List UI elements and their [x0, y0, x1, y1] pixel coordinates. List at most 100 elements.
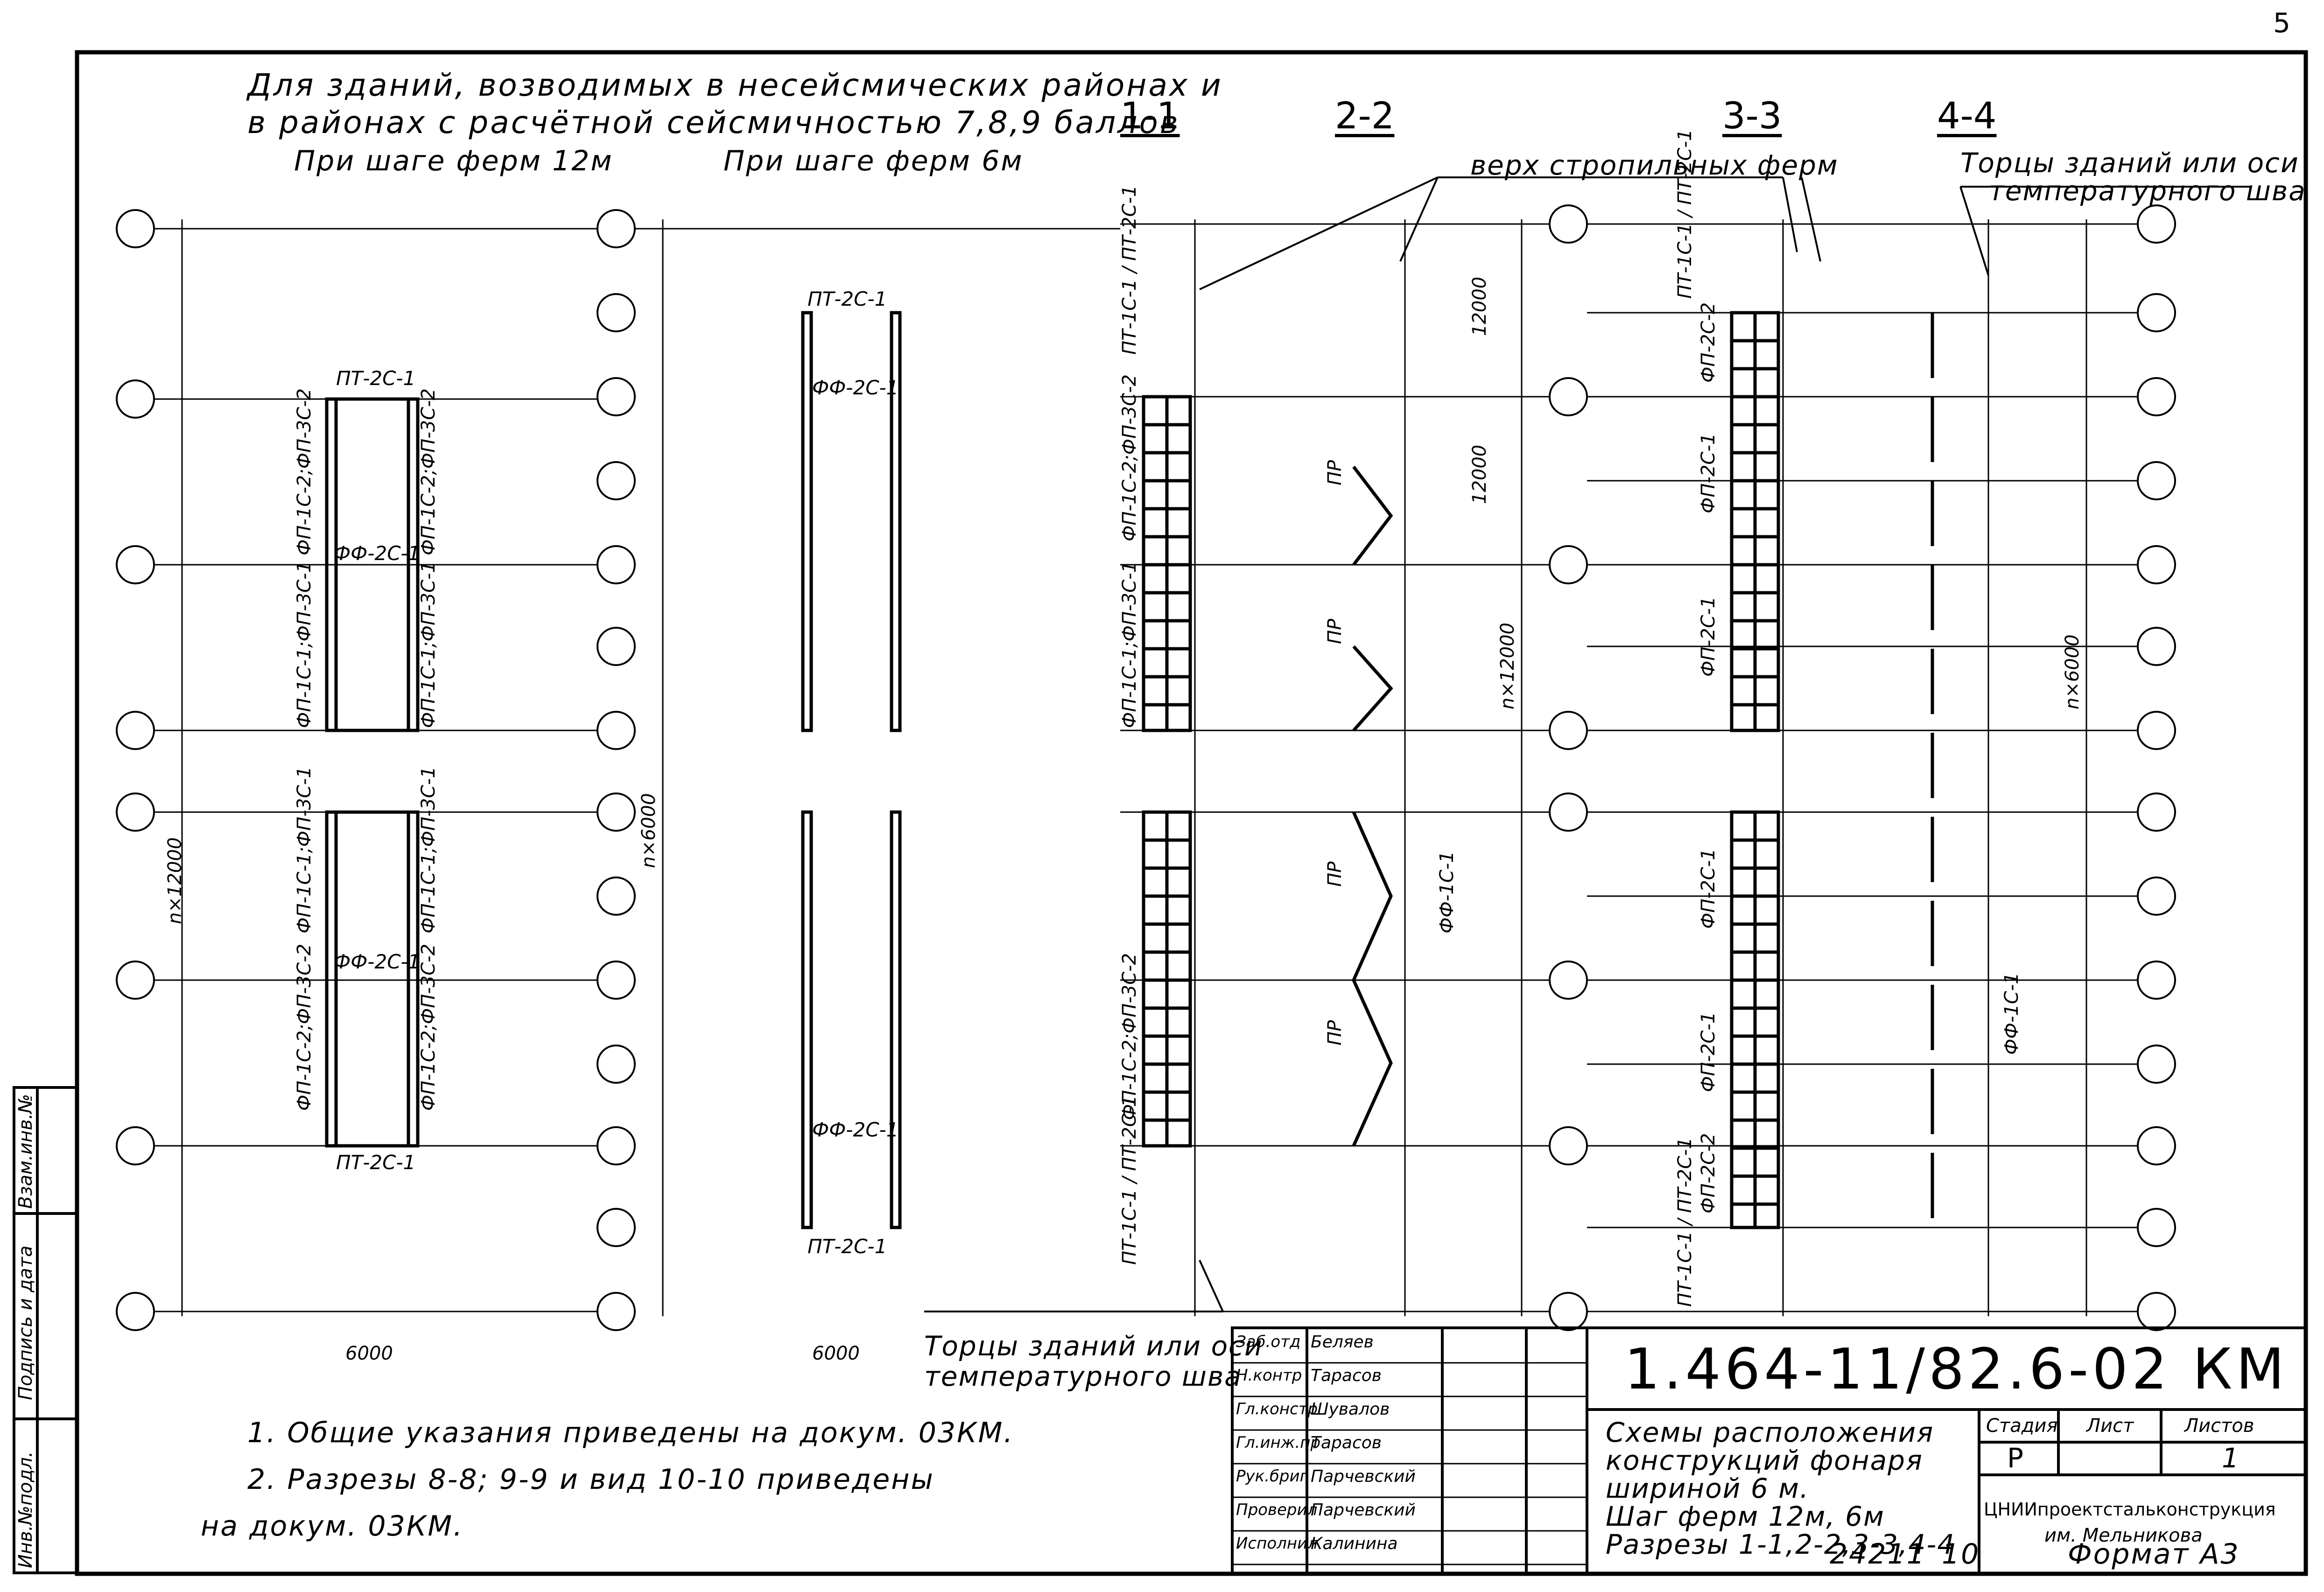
dim-6000-plan12: 6000 [345, 1343, 393, 1364]
dim-n6000-section: n×6000 [2062, 634, 2083, 709]
plan-structures [325, 311, 1934, 1229]
building-ends-label-b: температурного шва [1988, 175, 2306, 207]
dim-12000-b: 12000 [1469, 444, 1490, 504]
axis-bubble-mid [597, 545, 636, 584]
axis-bubble-mid [597, 792, 636, 832]
callout-leaders [924, 176, 2250, 1312]
plan6-rail-right [890, 810, 902, 1229]
section22-truss [1352, 465, 1393, 566]
axis-bubble-right [1549, 961, 1588, 1000]
side-stamp-replace: Взам.инв.№ [15, 1094, 36, 1209]
section33-panel-b-3: ФП-2С-1 [1698, 848, 1719, 929]
axis-bubble-right [1549, 545, 1588, 584]
stamp-name: Парчевский [1311, 1501, 1416, 1520]
stamp-org-1: ЦНИИпроектстальконструкция [1984, 1499, 2276, 1520]
plan12-panel-b-left: ФП-1С-1;ФП-3С-1 [294, 561, 315, 728]
section22-truss [1352, 811, 1393, 981]
axis-bubbles [116, 204, 2176, 1331]
stamp-role: Н.контр [1236, 1366, 1302, 1385]
plan12-panel-a-right-2: ФП-1С-2;ФП-3С-2 [418, 944, 439, 1111]
stamp-title-1: Схемы расположения [1606, 1417, 1934, 1448]
stamp-role: Проверил [1236, 1501, 1318, 1519]
section33-panel-a-2: ФП-2С-2 [1698, 1133, 1719, 1213]
drawing-code: 1.464-11/82.6-02 КМ [1624, 1337, 2289, 1402]
stamp-name: Тарасов [1311, 1433, 1382, 1452]
axis-bubble-mid [597, 461, 636, 500]
axis-bubble-left [116, 792, 155, 832]
axis-bubble-far [2137, 377, 2176, 416]
page-number: 5 [2273, 7, 2291, 39]
section11-top-label: ПТ-1С-1 / ПТ-2С-1 [1119, 185, 1140, 355]
plan12-top-pt: ПТ-2С-1 [336, 367, 416, 390]
stamp-stage-header: Стадия [1986, 1415, 2058, 1437]
axis-bubble-far [2137, 961, 2176, 1000]
section22-pr-3: ПР [1324, 861, 1346, 887]
footer-number: 24211 [1830, 1538, 1926, 1571]
side-stamp [13, 1086, 78, 1574]
axis-bubble-right [1549, 204, 1588, 244]
plan6-rail-right [890, 311, 902, 732]
axis-bubble-mid [597, 1126, 636, 1165]
section33-bottom-label: ПТ-1С-1 / ПТ-2С-1 [1674, 1137, 1696, 1307]
plan12-ff-2: ФФ-2С-1 [334, 950, 421, 973]
section22-pr-4: ПР [1324, 1020, 1346, 1045]
plan12-panel-a-left: ФП-1С-2;ФП-3С-2 [294, 388, 315, 555]
axis-bubble-far [2137, 545, 2176, 584]
stamp-sheets-value: 1 [2222, 1442, 2240, 1474]
axis-bubble-mid [597, 209, 636, 248]
section33-panel-b-4: ФП-2С-1 [1698, 1011, 1719, 1092]
plan12-panel-b-left-2: ФП-1С-1;ФП-3С-1 [294, 766, 315, 933]
stamp-org-2: им. Мельникова [2044, 1525, 2203, 1546]
section11-panel-a: ФП-1С-2;ФП-3С-2 [1119, 374, 1140, 541]
axis-bubble-far [2137, 1126, 2176, 1165]
note-3: на докум. 03КМ. [201, 1510, 464, 1543]
axis-bubble-mid [597, 961, 636, 1000]
axis-bubble-far [2137, 877, 2176, 916]
header-line-2: в районах с расчётной сейсмичностью 7,8,… [247, 105, 1180, 140]
step-6m-label: При шаге ферм 6м [723, 145, 1024, 177]
axis-bubble-right [1549, 792, 1588, 832]
axis-bubble-left [116, 209, 155, 248]
note-1: 1. Общие указания приведены на докум. 03… [247, 1417, 1014, 1449]
axis-bubble-left [116, 1126, 155, 1165]
axis-bubble-mid [597, 627, 636, 666]
sheet-frame [75, 50, 2308, 1576]
stamp-name: Шувалов [1311, 1400, 1390, 1419]
axis-bubble-left [116, 1292, 155, 1331]
plan6-rail-left [801, 810, 813, 1229]
stamp-stage-value: Р [2007, 1442, 2024, 1474]
section22-pr-1: ПР [1324, 460, 1346, 485]
axis-bubble-far [2137, 461, 2176, 500]
stamp-role: Гл.констр [1236, 1400, 1318, 1418]
step-12m-label: При шаге ферм 12м [294, 145, 613, 177]
plan12-bottom-pt: ПТ-2С-1 [336, 1151, 416, 1174]
footer-page: 10 [1942, 1538, 1980, 1571]
section-4-4: 4-4 [1937, 95, 1997, 137]
stamp-name: Тарасов [1311, 1366, 1382, 1385]
stamp-sheet-header: Лист [2086, 1415, 2134, 1437]
side-stamp-sign: Подпись и дата [15, 1245, 36, 1400]
building-ends-label-a: Торцы зданий или оси [1960, 147, 2299, 179]
axis-bubble-far [2137, 1045, 2176, 1084]
axis-bubble-mid [597, 711, 636, 750]
plan6-ff-2: ФФ-2С-1 [812, 1118, 899, 1141]
section-3-3: 3-3 [1722, 95, 1782, 137]
dim-6000-plan6: 6000 [812, 1343, 860, 1364]
section-2-2: 2-2 [1335, 95, 1395, 137]
axis-bubble-left [116, 545, 155, 584]
stamp-title-3: шириной 6 м. [1606, 1473, 1810, 1504]
axis-bubble-mid [597, 1045, 636, 1084]
axis-bubble-right [1549, 711, 1588, 750]
plan12-panel-a-left-2: ФП-1С-2;ФП-3С-2 [294, 944, 315, 1111]
section11-bottom-label: ПТ-1С-1 / ПТ-2С-1 [1119, 1095, 1140, 1265]
axis-bubble-mid [597, 377, 636, 416]
plan12-rail-right [407, 810, 420, 1148]
truss-top-callout: верх стропильных ферм [1470, 149, 1839, 181]
axis-bubble-far [2137, 627, 2176, 666]
plan12-rail-left [325, 810, 338, 1148]
title-block [1231, 1326, 2307, 1575]
footer-format: Формат А3 [2068, 1538, 2240, 1571]
section33-top-label: ПТ-1С-1 / ПТ-2С-1 [1674, 129, 1696, 299]
axis-bubble-far [2137, 711, 2176, 750]
section-1-1: 1-1 [1120, 95, 1180, 137]
